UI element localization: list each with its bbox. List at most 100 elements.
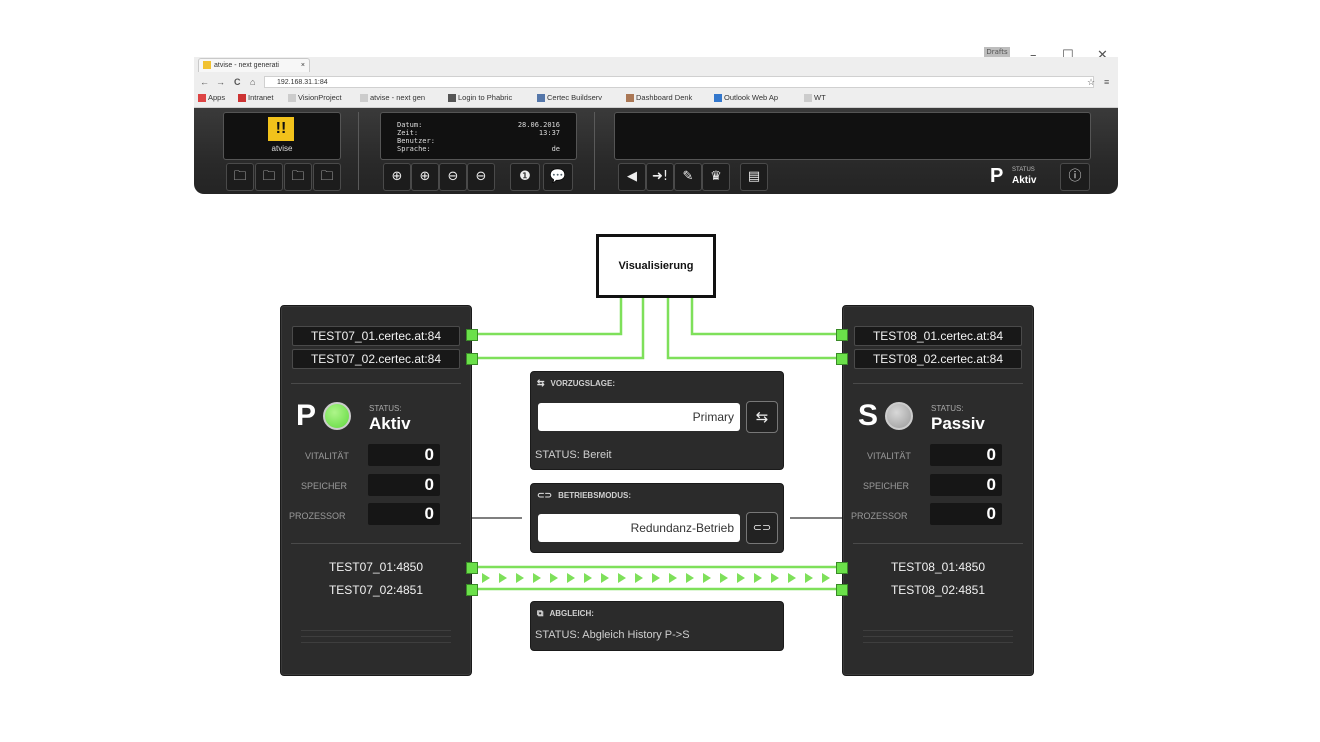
status-label: STATUS: <box>369 404 402 413</box>
mute-button[interactable]: ◀ <box>618 163 646 191</box>
swap-preference-button[interactable]: ⇆ <box>746 401 778 433</box>
status-led-icon <box>323 402 351 430</box>
card-header: ⇆VORZUGSLAGE: <box>537 378 615 388</box>
address-bar[interactable]: 192.168.31.1:84 <box>264 76 1094 88</box>
sync-arrow <box>533 573 541 583</box>
back-button[interactable]: ← <box>200 77 209 87</box>
card-header: ⊂⊃BETRIEBSMODUS: <box>537 490 631 500</box>
logo-text: atvise <box>271 144 293 153</box>
alarm-bell-button[interactable]: ♛ <box>702 163 730 191</box>
file-manage-button[interactable]: 🗀 <box>313 163 341 191</box>
sync-arrow <box>567 573 575 583</box>
zoom-out-button[interactable]: ⊖ <box>439 163 467 191</box>
status-led-icon <box>885 402 913 430</box>
swap-icon: ⇆ <box>537 378 545 388</box>
zoom-reset-button[interactable]: ⊖ <box>467 163 495 191</box>
port-label: TEST07_01:4850 <box>328 560 424 574</box>
sync-arrow <box>805 573 813 583</box>
message-button[interactable]: 💬 <box>543 163 573 191</box>
info-language: de <box>551 145 560 153</box>
reload-button[interactable]: C <box>234 77 241 87</box>
vent-line <box>301 630 451 631</box>
page-icon <box>714 94 722 103</box>
info-time: 13:37 <box>538 129 560 137</box>
sync-arrow <box>737 573 745 583</box>
visualisierung-box: Visualisierung <box>596 234 716 298</box>
tab-close-icon[interactable]: × <box>300 62 305 69</box>
file-export-button[interactable]: 🗀 <box>255 163 283 191</box>
metric-value: 0 <box>930 503 1002 525</box>
status-value: Aktiv <box>1012 175 1037 186</box>
zoom-in-button[interactable]: ⊕ <box>383 163 411 191</box>
vorzugslage-field[interactable]: Primary <box>538 403 740 431</box>
bookmark-wt[interactable]: WT <box>804 92 826 104</box>
abgleich-card: ⧉ABGLEICH: STATUS: Abgleich History P->S <box>530 601 784 651</box>
server-role-letter: S <box>858 399 879 432</box>
sync-arrow <box>516 573 524 583</box>
connector-led <box>466 329 478 341</box>
bookmark-atvise[interactable]: atvise - next gen <box>360 92 425 104</box>
file-import-button[interactable]: 🗀 <box>284 163 312 191</box>
bookmark-intranet[interactable]: Intranet <box>238 92 273 104</box>
page-icon <box>537 94 545 103</box>
bookmark-star-icon[interactable]: ☆ <box>1087 77 1096 87</box>
metric-value: 0 <box>930 474 1002 496</box>
metric-value: 0 <box>368 474 440 496</box>
info-button[interactable]: ⓘ <box>1060 163 1090 191</box>
sync-arrow <box>669 573 677 583</box>
info-panel: Datum: 28.06.2016 Zeit: 13:37 Benutzer: … <box>380 112 577 160</box>
vent-line <box>863 642 1013 643</box>
sync-arrow <box>771 573 779 583</box>
bookmark-phabricator[interactable]: Login to Phabric <box>448 92 512 104</box>
page-icon <box>360 94 368 103</box>
link-icon: ⊂⊃ <box>537 490 553 500</box>
info-label: Datum: <box>397 121 423 129</box>
document-button[interactable]: ▤ <box>740 163 768 191</box>
bookmark-visionproject[interactable]: VisionProject <box>288 92 342 104</box>
betriebsmodus-card: ⊂⊃BETRIEBSMODUS: Redundanz-Betrieb ⊂⊃ <box>530 483 784 553</box>
metric-label: VITALITÄT <box>305 451 349 461</box>
acknowledge-button[interactable]: ➜! <box>646 163 674 191</box>
divider <box>853 383 1023 384</box>
sync-arrow <box>499 573 507 583</box>
toolbar-divider <box>594 112 595 190</box>
metric-label: SPEICHER <box>863 481 910 491</box>
address-row: ← → C ⌂ 192.168.31.1:84 ☆ ≡ <box>194 75 1118 89</box>
link-line <box>666 298 840 360</box>
metric-value: 0 <box>368 444 440 466</box>
edit-list-button[interactable]: ✎ <box>674 163 702 191</box>
close-window-button[interactable]: ✕ <box>1097 48 1108 63</box>
copy-icon: ⧉ <box>537 608 544 618</box>
forward-button[interactable]: → <box>216 77 225 87</box>
maximize-button[interactable]: ☐ <box>1062 48 1074 63</box>
server-role-letter: P <box>296 399 317 432</box>
browser-menu-icon[interactable]: ≡ <box>1104 77 1110 87</box>
window-badge: Drafts <box>984 47 1010 58</box>
vent-line <box>301 642 451 643</box>
zoom-in-small-button[interactable]: ⊕ <box>411 163 439 191</box>
metric-value: 0 <box>368 503 440 525</box>
betriebsmodus-field[interactable]: Redundanz-Betrieb <box>538 514 740 542</box>
redundancy-letter: P <box>990 165 1004 187</box>
bookmark-buildserver[interactable]: Certec Buildserv <box>537 92 602 104</box>
alarm-info-button[interactable]: ❶ <box>510 163 540 191</box>
vorzugslage-card: ⇆VORZUGSLAGE: Primary ⇆ STATUS: Bereit <box>530 371 784 470</box>
bookmark-outlook[interactable]: Outlook Web Ap <box>714 92 778 104</box>
link-mode-button[interactable]: ⊂⊃ <box>746 512 778 544</box>
port-label: TEST08_02:4851 <box>890 583 986 597</box>
sync-arrow <box>635 573 643 583</box>
browser-tab[interactable]: atvise - next generati × <box>198 58 310 72</box>
logo-panel: !! atvise <box>223 112 341 160</box>
metric-label: PROZESSOR <box>851 511 908 521</box>
home-button[interactable]: ⌂ <box>250 77 256 87</box>
vorzugslage-status: STATUS: Bereit <box>535 449 612 461</box>
bookmark-apps[interactable]: Apps <box>198 92 225 104</box>
minimize-button[interactable]: – <box>1030 48 1037 63</box>
sync-arrow <box>720 573 728 583</box>
open-file-button[interactable]: 🗀 <box>226 163 254 191</box>
connector-led <box>836 584 848 596</box>
bookmark-dashboard[interactable]: Dashboard Denk <box>626 92 692 104</box>
connector-led <box>466 353 478 365</box>
connector-led <box>836 353 848 365</box>
